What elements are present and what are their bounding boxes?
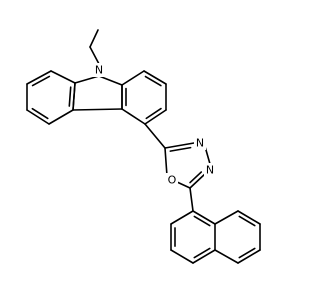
right-ring-double-2 (145, 107, 162, 120)
bond-oxadiazole-naphthalene (189, 187, 194, 212)
naphthalene-ring-b-double-2 (238, 247, 256, 259)
oxadiazole-o1-c2 (164, 147, 168, 177)
bond-carbazole-oxadiazole (144, 123, 166, 149)
left-ring-bond-5 (72, 82, 76, 111)
naphthalene-ring-a-double-2 (193, 247, 211, 259)
left-ring-bond-4 (48, 109, 74, 125)
naphthalene-ring-a-bond-2 (170, 249, 194, 264)
molecule-structure-diagram: N N N O (26, 29, 261, 264)
ethyl-bond-1 (89, 46, 100, 65)
naphthalene-ring-a-bond-0 (170, 210, 194, 225)
naphthalene-ring-b-bond-1 (237, 210, 261, 225)
oxadiazole-nitrogen-2-label-bg (204, 163, 216, 177)
right-ring-bond-0 (121, 70, 145, 86)
ethyl-bond-2 (89, 29, 99, 48)
oxadiazole-n4-c5-double (189, 171, 203, 184)
left-ring-double-3 (68, 86, 72, 107)
atom-labels-layer: N N N O (93, 63, 216, 187)
oxadiazole-nitrogen-2-label: N (206, 164, 214, 177)
oxadiazole-oxygen-label-bg (166, 173, 178, 187)
bond-c4b-c4a (72, 108, 123, 111)
left-ring-bond-0 (50, 70, 76, 84)
oxadiazole-nitrogen-1-label: N (196, 137, 204, 150)
naphthalene-ring-b-bond-0 (214, 210, 239, 225)
bonds-layer (26, 29, 261, 264)
carbazole-nitrogen-label-bg (93, 63, 105, 77)
oxadiazole-c5-o1 (176, 181, 191, 189)
naphthalene-ring-b-bond-3 (237, 249, 261, 264)
naphthalene-ring-b-double-1 (238, 215, 256, 227)
carbazole-nitrogen-label: N (95, 64, 103, 77)
oxadiazole-c2-n3-double (169, 146, 192, 152)
right-ring-bond-1 (143, 70, 167, 85)
right-ring-bond-3 (144, 109, 167, 125)
naphthalene-ring-b-bond-4 (214, 249, 239, 264)
bond-n-c9a (98, 75, 123, 86)
right-ring-bond-4 (121, 108, 146, 125)
right-ring-double-1 (144, 75, 162, 87)
left-ring-bond-3 (26, 109, 50, 125)
left-ring-double-2 (31, 107, 49, 120)
naphthalene-ring-a-bond-5 (192, 210, 216, 225)
oxadiazole-n4-c5 (189, 172, 207, 189)
oxadiazole-c2-n3 (164, 142, 195, 149)
naphthalene-ring-a-bond-3 (192, 249, 216, 264)
left-ring-bond-1 (26, 70, 52, 85)
left-ring-double-1 (31, 75, 51, 87)
naphthalene-ring-a-double-3 (193, 215, 211, 227)
oxadiazole-nitrogen-1-label-bg (194, 136, 206, 150)
oxadiazole-oxygen-label: O (168, 174, 177, 187)
bond-n-c8a (74, 75, 100, 84)
